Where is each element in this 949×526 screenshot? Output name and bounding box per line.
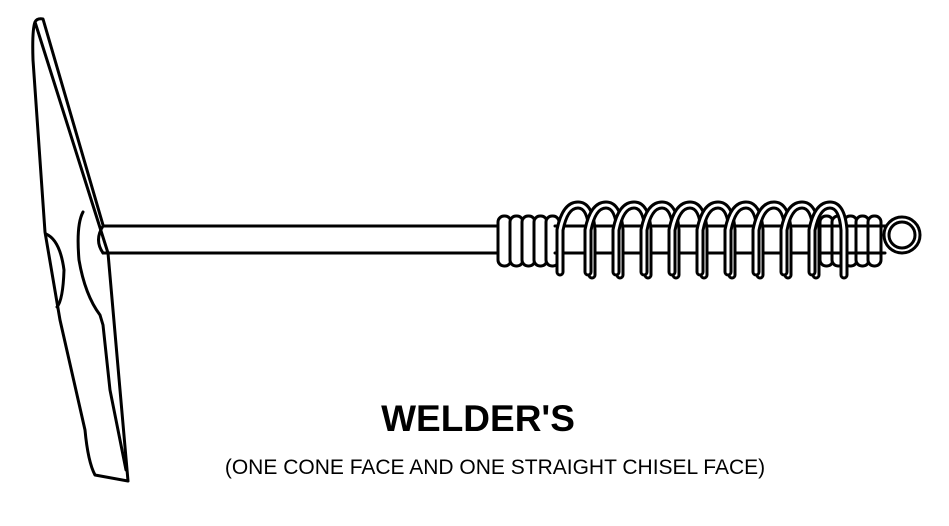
grip-ring	[866, 214, 883, 268]
shaft	[97, 224, 502, 255]
tool-description: (ONE CONE FACE AND ONE STRAIGHT CHISEL F…	[224, 456, 766, 479]
hanging-loop	[882, 215, 922, 255]
chisel-bevel	[76, 210, 128, 472]
spring-coil	[810, 203, 846, 277]
tool-name: WELDER'S	[381, 398, 575, 439]
cone-face	[44, 232, 66, 309]
hammer-head	[31, 17, 130, 483]
handle-spring	[555, 200, 849, 280]
head-outline	[31, 17, 130, 483]
